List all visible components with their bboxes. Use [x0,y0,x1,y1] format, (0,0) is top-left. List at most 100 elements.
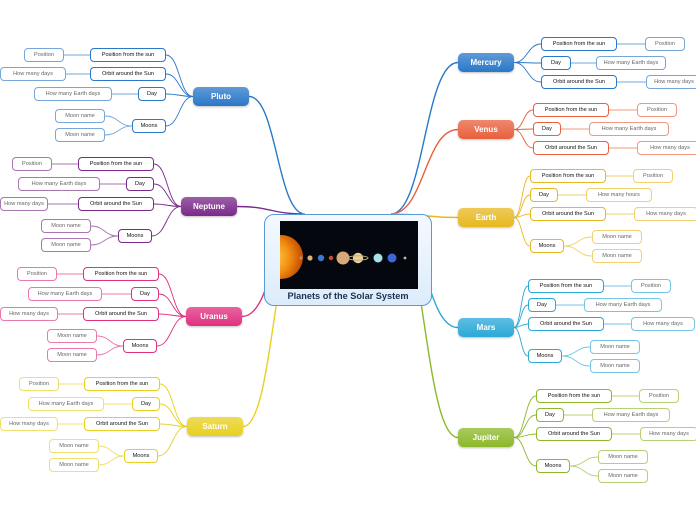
planet-mars[interactable]: Mars [458,318,514,337]
link-uranus-attr-0 [158,273,187,317]
earth-value[interactable]: Position [633,169,673,183]
neptune-value[interactable]: Position [12,157,52,171]
jupiter-attribute[interactable]: Position from the sun [536,389,612,403]
mercury-attribute[interactable]: Orbit around the Sun [541,75,617,89]
earth-moon-name[interactable]: Moon name [592,230,642,244]
venus-attribute[interactable]: Position from the sun [533,103,609,117]
earth-moons[interactable]: Moons [530,239,564,253]
pluto-value[interactable]: How many Earth days [34,87,112,101]
earth-attribute[interactable]: Day [530,188,558,202]
uranus-value[interactable]: How many days [0,307,58,321]
uranus-moon-name[interactable]: Moon name [47,348,97,362]
mercury-value[interactable]: Position [645,37,685,51]
mars-moons[interactable]: Moons [528,349,562,363]
neptune-attribute[interactable]: Position from the sun [78,157,154,171]
saturn-value[interactable]: How many Earth days [28,397,104,411]
mercury-attribute[interactable]: Day [541,56,571,70]
neptune-moon-name[interactable]: Moon name [41,238,91,252]
earth-moon-name[interactable]: Moon name [592,249,642,263]
link-mars-attr-0 [513,285,529,328]
saturn-value[interactable]: Position [19,377,59,391]
pluto-attribute[interactable]: Position from the sun [90,48,166,62]
venus-value[interactable]: How many days [637,141,696,155]
jupiter-moon-name[interactable]: Moon name [598,450,648,464]
venus-value[interactable]: Position [637,103,677,117]
planet-pluto[interactable]: Pluto [193,87,249,106]
uranus-attribute[interactable]: Day [131,287,159,301]
saturn-attribute[interactable]: Position from the sun [84,377,160,391]
link-pluto-attr-1 [165,73,194,97]
link-pluto-attr-2 [165,93,194,97]
mars-attribute[interactable]: Day [528,298,556,312]
pluto-attribute[interactable]: Day [138,87,166,101]
central-topic[interactable]: Planets of the Solar System [264,214,432,306]
mars-moon-name[interactable]: Moon name [590,340,640,354]
saturn-attribute[interactable]: Orbit around the Sun [84,417,160,431]
planet-saturn[interactable]: Saturn [187,417,243,436]
pluto-value[interactable]: Position [24,48,64,62]
jupiter-moons[interactable]: Moons [536,459,570,473]
mercury-value[interactable]: How many Earth days [596,56,666,70]
uranus-attribute[interactable]: Position from the sun [83,267,159,281]
link-pluto-moons [165,96,194,127]
neptune-moons[interactable]: Moons [118,229,152,243]
uranus-value[interactable]: How many Earth days [28,287,102,301]
mars-attribute[interactable]: Orbit around the Sun [528,317,604,331]
saturn-value[interactable]: How many days [0,417,58,431]
uranus-moon-name[interactable]: Moon name [47,329,97,343]
link-saturn-moon-0 [98,445,125,457]
neptune-value[interactable]: How many Earth days [18,177,100,191]
mars-value[interactable]: Position [631,279,671,293]
earth-value[interactable]: How many days [634,207,696,221]
venus-value[interactable]: How many Earth days [589,122,669,136]
jupiter-value[interactable]: How many Earth days [592,408,670,422]
venus-attribute[interactable]: Day [533,122,561,136]
neptune-moon-name[interactable]: Moon name [41,219,91,233]
mercury-value[interactable]: How many days [646,75,696,89]
pluto-moon-name[interactable]: Moon name [55,128,105,142]
jupiter-attribute[interactable]: Day [536,408,564,422]
pluto-moon-name[interactable]: Moon name [55,109,105,123]
link-neptune-moon-0 [90,225,119,237]
jupiter-attribute[interactable]: Orbit around the Sun [536,427,612,441]
saturn-moon-name[interactable]: Moon name [49,439,99,453]
neptune-attribute[interactable]: Orbit around the Sun [78,197,154,211]
link-neptune-moon-1 [90,235,119,246]
earth-attribute[interactable]: Orbit around the Sun [530,207,606,221]
branch-pluto [248,95,306,215]
link-venus-attr-2 [513,129,534,149]
planet-venus[interactable]: Venus [458,120,514,139]
saturn-moon-name[interactable]: Moon name [49,458,99,472]
saturn-attribute[interactable]: Day [132,397,160,411]
mars-value[interactable]: How many days [631,317,695,331]
pluto-attribute[interactable]: Orbit around the Sun [90,67,166,81]
planet-earth[interactable]: Earth [458,208,514,227]
earth-attribute[interactable]: Position from the sun [530,169,606,183]
neptune-attribute[interactable]: Day [126,177,154,191]
saturn-moons[interactable]: Moons [124,449,158,463]
uranus-attribute[interactable]: Orbit around the Sun [83,307,159,321]
neptune-value[interactable]: How many days [0,197,48,211]
link-uranus-moon-0 [96,335,124,347]
planet-uranus[interactable]: Uranus [186,307,242,326]
link-venus-attr-1 [513,128,534,130]
jupiter-value[interactable]: Position [639,389,679,403]
planet-neptune[interactable]: Neptune [181,197,237,216]
link-mercury-attr-2 [513,62,542,83]
link-venus-attr-0 [513,109,534,130]
mercury-attribute[interactable]: Position from the sun [541,37,617,51]
earth-value[interactable]: How many hours [586,188,652,202]
jupiter-value[interactable]: How many days [640,427,696,441]
mars-value[interactable]: How many Earth days [584,298,662,312]
uranus-moons[interactable]: Moons [123,339,157,353]
planet-jupiter[interactable]: Jupiter [458,428,514,447]
uranus-value[interactable]: Position [17,267,57,281]
pluto-moons[interactable]: Moons [132,119,166,133]
mars-attribute[interactable]: Position from the sun [528,279,604,293]
planet-mercury[interactable]: Mercury [458,53,514,72]
venus-attribute[interactable]: Orbit around the Sun [533,141,609,155]
mars-moon-name[interactable]: Moon name [590,359,640,373]
pluto-value[interactable]: How many days [0,67,66,81]
jupiter-moon-name[interactable]: Moon name [598,469,648,483]
link-jupiter-moon-1 [569,465,599,477]
